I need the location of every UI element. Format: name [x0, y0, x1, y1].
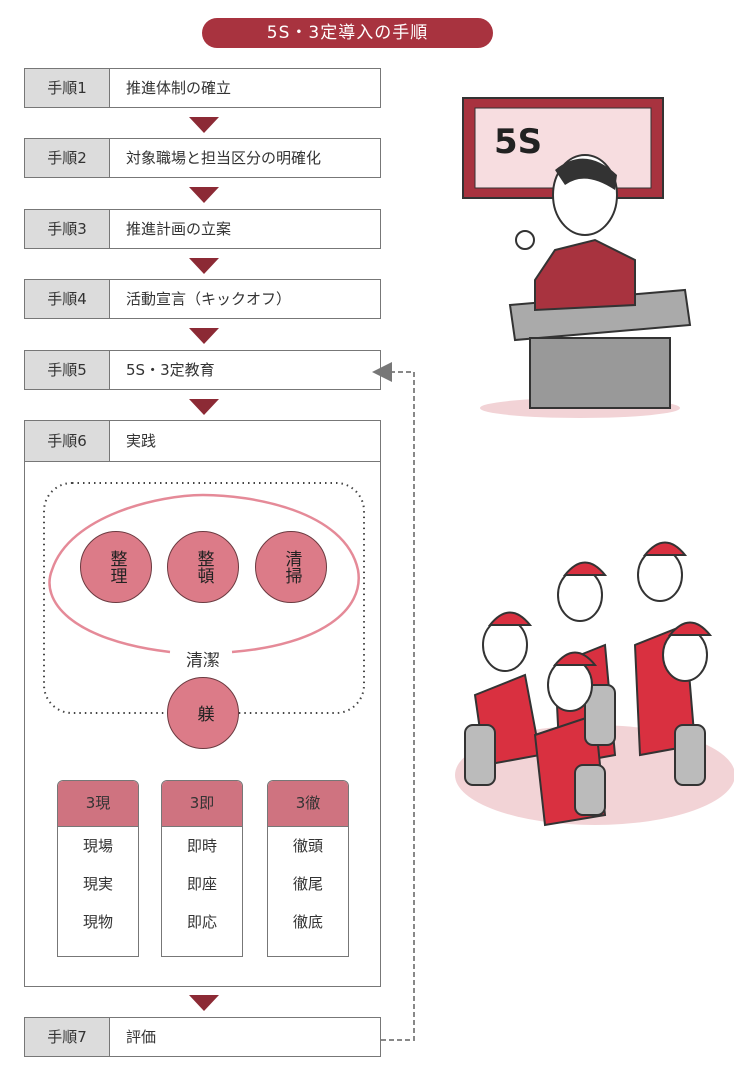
- circle-shitsuke: 躾: [167, 677, 239, 749]
- table-header: 3即: [162, 781, 242, 827]
- table-3gen: 3現 現場 現実 現物: [57, 780, 139, 957]
- feedback-arrow-icon: [372, 362, 392, 382]
- table-header: 3徹: [268, 781, 348, 827]
- step-label: 手順2: [25, 139, 110, 177]
- step-label: 手順4: [25, 280, 110, 318]
- table-item: 現場: [82, 837, 113, 855]
- down-arrow-icon: [189, 995, 219, 1011]
- down-arrow-icon: [189, 117, 219, 133]
- table-item: 徹尾: [292, 875, 323, 893]
- down-arrow-icon: [189, 187, 219, 203]
- table-item: 現物: [82, 913, 113, 931]
- down-arrow-icon: [189, 328, 219, 344]
- down-arrow-icon: [189, 258, 219, 274]
- step-2: 手順2 対象職場と担当区分の明確化: [24, 138, 381, 178]
- step-text: 実践: [126, 432, 157, 450]
- step-text: 評価: [126, 1028, 157, 1046]
- page-title: 5S・3定導入の手順: [202, 18, 493, 48]
- step-text: 対象職場と担当区分の明確化: [126, 149, 322, 167]
- sign-text: 5S: [494, 122, 543, 162]
- step-6: 手順6 実践: [24, 420, 381, 987]
- seiketsu-label: 清潔: [186, 651, 220, 671]
- down-arrow-icon: [189, 399, 219, 415]
- dotted-group-border: [43, 482, 365, 714]
- step-3: 手順3 推進計画の立案: [24, 209, 381, 249]
- step-text: 推進計画の立案: [126, 220, 232, 238]
- table-item: 即時: [186, 837, 217, 855]
- table-header: 3現: [58, 781, 138, 827]
- step-label: 手順7: [25, 1018, 110, 1056]
- table-3soku: 3即 即時 即座 即応: [161, 780, 243, 957]
- cycle-ellipse: [48, 493, 360, 654]
- table-item: 徹頭: [292, 837, 323, 855]
- table-item: 徹底: [292, 913, 323, 931]
- table-item: 現実: [82, 875, 113, 893]
- speaker-illustration: [462, 97, 692, 418]
- circle-seiton: 整頓: [167, 531, 239, 603]
- step-text: 5S・3定教育: [126, 361, 215, 379]
- table-item: 即応: [186, 913, 217, 931]
- feedback-line: [381, 371, 415, 1041]
- audience-illustration: [455, 541, 734, 827]
- step-text: 活動宣言（キックオフ）: [126, 290, 292, 308]
- step-5: 手順5 5S・3定教育: [24, 350, 381, 390]
- table-3tetsu: 3徹 徹頭 徹尾 徹底: [267, 780, 349, 957]
- step-label: 手順1: [25, 69, 110, 107]
- step-1: 手順1 推進体制の確立: [24, 68, 381, 108]
- step-text: 推進体制の確立: [126, 79, 232, 97]
- step-label: 手順5: [25, 351, 110, 389]
- circle-seiri: 整理: [80, 531, 152, 603]
- step-label: 手順3: [25, 210, 110, 248]
- circle-seiso: 清掃: [255, 531, 327, 603]
- step-4: 手順4 活動宣言（キックオフ）: [24, 279, 381, 319]
- step-7: 手順7 評価: [24, 1017, 381, 1057]
- step-label: 手順6: [25, 421, 110, 461]
- table-item: 即座: [186, 875, 217, 893]
